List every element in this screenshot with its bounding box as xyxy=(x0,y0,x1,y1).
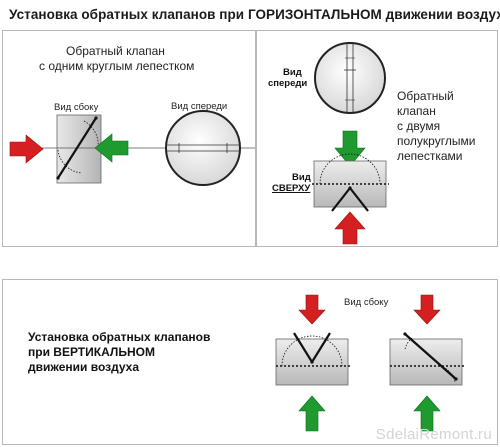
single-flap-caption-line-2: с одним круглым лепестком xyxy=(39,59,195,73)
vertical-arrow-red-2 xyxy=(413,294,441,325)
vertical-side-view-label: Вид сбоку xyxy=(344,297,389,308)
vertical-heading-line-1: Установка обратных клапанов xyxy=(28,330,211,344)
vertical-arrow-green-2 xyxy=(413,395,441,432)
front-view-label-2-line-2: спереди xyxy=(268,78,308,89)
page-title: Установка обратных клапанов при ГОРИЗОНТ… xyxy=(9,7,500,22)
title-bar: Установка обратных клапанов при ГОРИЗОНТ… xyxy=(0,0,500,30)
double-flap-caption-line-2: клапан xyxy=(397,104,436,118)
green-arrow-left xyxy=(94,133,129,163)
flap-line xyxy=(57,117,97,179)
vertical-arrow-green-1 xyxy=(298,395,326,432)
single-flap-caption-line-1: Обратный клапан xyxy=(66,44,165,58)
top-view-label-line-1: Вид xyxy=(292,172,311,183)
single-flap-side-view xyxy=(12,114,255,184)
double-flap-caption-line-5: лепестками xyxy=(397,149,463,163)
vertical-heading-line-2: при ВЕРТИКАЛЬНОМ xyxy=(28,345,155,359)
front-view-label-2-line-1: Вид xyxy=(283,67,302,78)
double-flap-caption-line-4: полукруглыми xyxy=(397,134,476,148)
top-view-label-line-2: СВЕРХУ xyxy=(272,183,311,194)
vertical-double-flap-side xyxy=(275,332,350,386)
green-arrow-down xyxy=(334,130,366,167)
single-flap-front-view xyxy=(165,110,241,186)
vertical-single-flap-side xyxy=(389,332,464,386)
vertical-arrow-red-1 xyxy=(298,294,326,325)
double-flap-caption-line-3: с двумя xyxy=(397,119,441,133)
vertical-heading-line-3: движении воздуха xyxy=(28,360,140,374)
double-flap-top-view xyxy=(312,153,389,212)
red-arrow-up xyxy=(334,211,366,245)
front-view-label: Вид спереди xyxy=(171,101,228,112)
red-arrow-right xyxy=(9,134,44,164)
double-flap-caption-line-1: Обратный xyxy=(397,89,454,103)
watermark: SdelaiRemont.ru xyxy=(375,426,492,443)
double-flap-front-view xyxy=(314,42,386,114)
side-view-label: Вид сбоку xyxy=(54,102,99,113)
